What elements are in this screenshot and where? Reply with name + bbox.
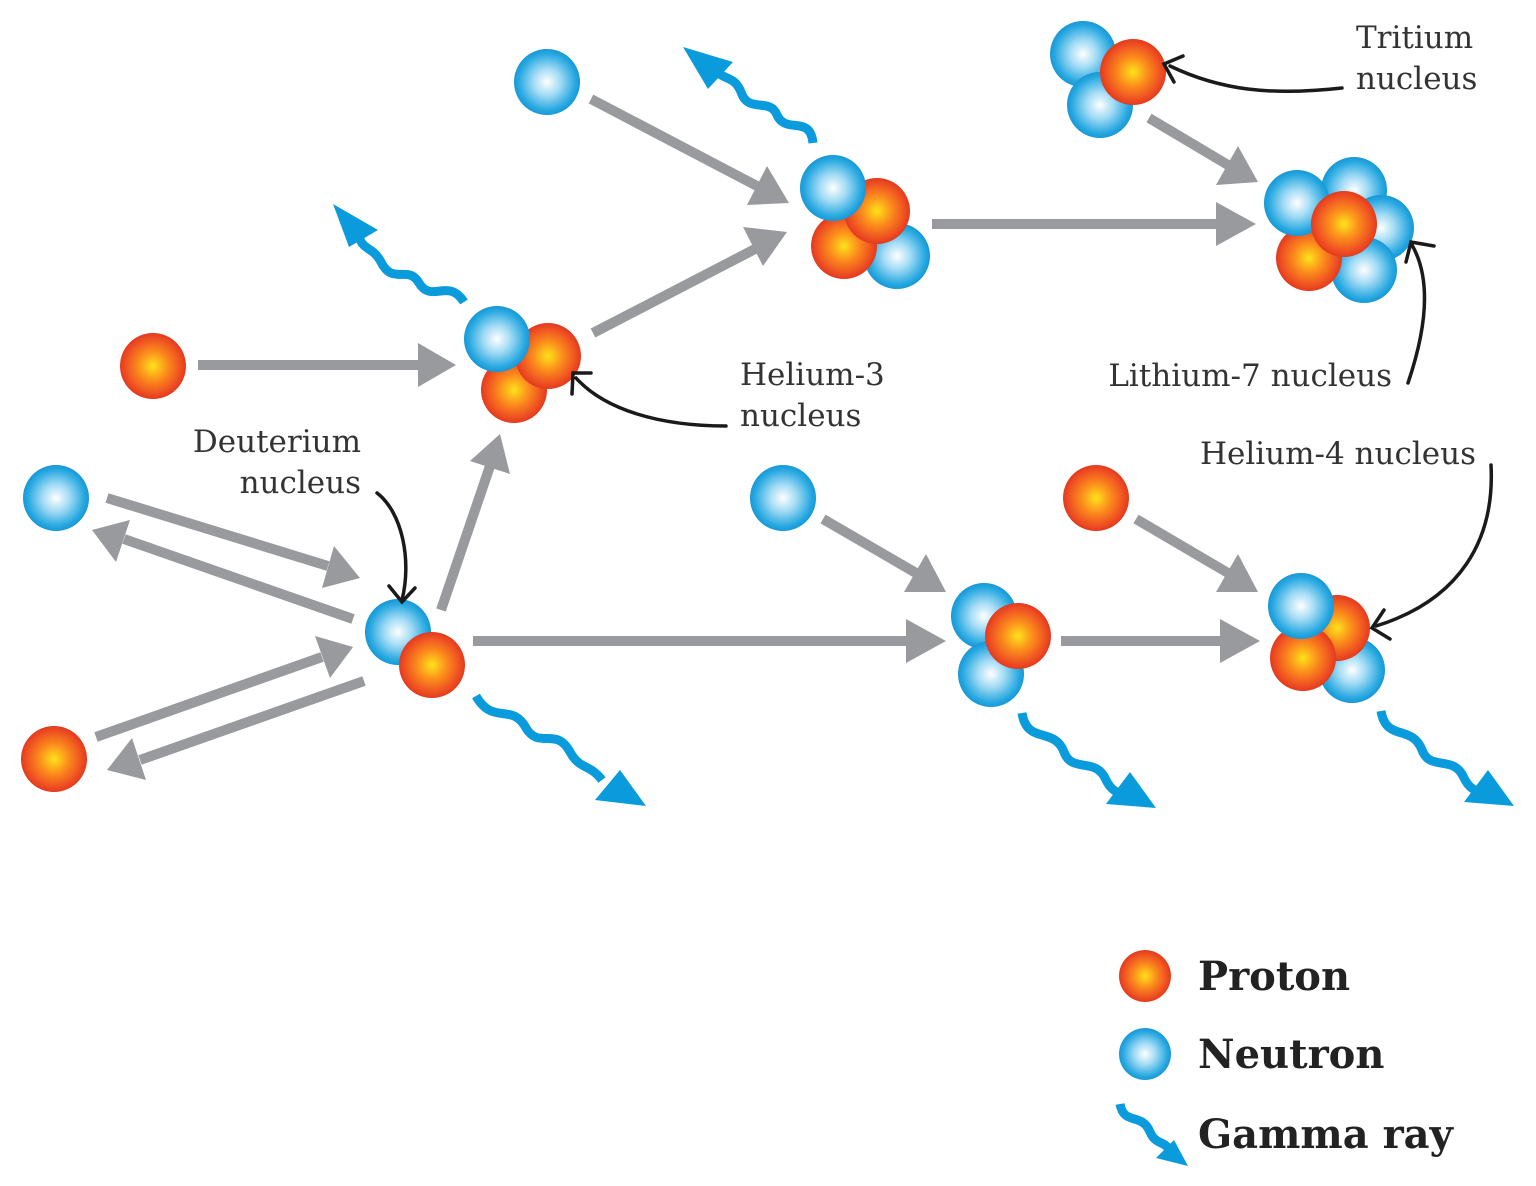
particles bbox=[21, 21, 1414, 792]
legend: Proton Neutron Gamma ray bbox=[1115, 950, 1455, 1166]
gamma-ray-icon bbox=[683, 47, 818, 144]
arrow-tritium-to-lithium7 bbox=[1146, 113, 1258, 185]
arrow-proton-to-deuterium bbox=[94, 636, 353, 742]
nucleus-labels: Tritium nucleus Helium-3 nucleus Deuteri… bbox=[193, 20, 1478, 501]
deuterium-label-line1: Deuterium bbox=[193, 424, 361, 460]
lithium7-label: Lithium-7 nucleus bbox=[1108, 358, 1392, 394]
gamma-ray-icon bbox=[1115, 1102, 1188, 1166]
arrow-proton-to-helium3 bbox=[198, 343, 456, 387]
arrow-neutron-to-lower-tritium bbox=[820, 514, 946, 592]
arrow-lower-tritium-to-helium4 bbox=[1061, 619, 1260, 663]
proton bbox=[1063, 465, 1129, 531]
gamma-ray-icon bbox=[472, 693, 646, 806]
helium3-nucleus bbox=[464, 306, 581, 423]
gamma-rays bbox=[333, 47, 1514, 808]
arrow-deuterium-to-lower-tritium bbox=[473, 619, 946, 663]
neutron-icon bbox=[1119, 1028, 1171, 1080]
legend-gamma-label: Gamma ray bbox=[1198, 1111, 1455, 1158]
legend-proton: Proton bbox=[1119, 950, 1350, 1002]
gamma-ray-icon bbox=[1017, 711, 1156, 808]
gamma-ray-icon bbox=[333, 204, 468, 305]
neutron bbox=[514, 49, 580, 115]
pointer-deuterium bbox=[375, 491, 417, 605]
tritium-label-line2: nucleus bbox=[1356, 61, 1477, 97]
pointer-lithium7 bbox=[1404, 239, 1436, 385]
helium4-nucleus bbox=[1268, 573, 1385, 703]
neutron bbox=[750, 465, 816, 531]
helium3-label-line2: nucleus bbox=[740, 398, 861, 434]
proton bbox=[21, 726, 87, 792]
deuterium-nucleus bbox=[365, 599, 465, 698]
gamma-ray-icon bbox=[1376, 709, 1514, 806]
pointer-tritium bbox=[1161, 54, 1344, 94]
arrow-deuterium-back-to-proton bbox=[107, 676, 366, 780]
arrow-deuterium-to-helium3 bbox=[436, 434, 510, 612]
legend-proton-label: Proton bbox=[1198, 953, 1350, 1000]
arrow-neutron-to-upper-cluster bbox=[588, 94, 789, 205]
upper-cluster-nucleus bbox=[800, 155, 930, 289]
deuterium-label-line2: nucleus bbox=[240, 465, 361, 501]
arrow-deuterium-back-to-neutron bbox=[92, 520, 355, 624]
helium4-label: Helium-4 nucleus bbox=[1200, 436, 1476, 472]
arrow-helium3-to-upper-cluster bbox=[590, 227, 787, 338]
reaction-arrows bbox=[92, 94, 1260, 780]
pointer-helium3 bbox=[570, 371, 728, 428]
legend-neutron: Neutron bbox=[1119, 1028, 1384, 1080]
legend-neutron-label: Neutron bbox=[1198, 1031, 1384, 1078]
label-pointers bbox=[375, 54, 1494, 641]
proton bbox=[120, 333, 186, 399]
helium3-label-line1: Helium-3 bbox=[740, 357, 885, 393]
neutron bbox=[23, 465, 89, 531]
tritium-label-line1: Tritium bbox=[1356, 20, 1473, 56]
legend-gamma: Gamma ray bbox=[1115, 1102, 1455, 1166]
arrow-upper-cluster-to-lithium7 bbox=[932, 202, 1256, 246]
tritium-nucleus bbox=[1050, 21, 1166, 138]
pointer-helium4 bbox=[1369, 463, 1494, 641]
proton-icon bbox=[1119, 950, 1171, 1002]
lower-cluster-nucleus bbox=[951, 583, 1051, 707]
arrow-proton-to-helium4 bbox=[1133, 514, 1258, 592]
lithium7-nucleus bbox=[1264, 157, 1414, 303]
arrow-neutron-to-deuterium bbox=[105, 493, 360, 588]
